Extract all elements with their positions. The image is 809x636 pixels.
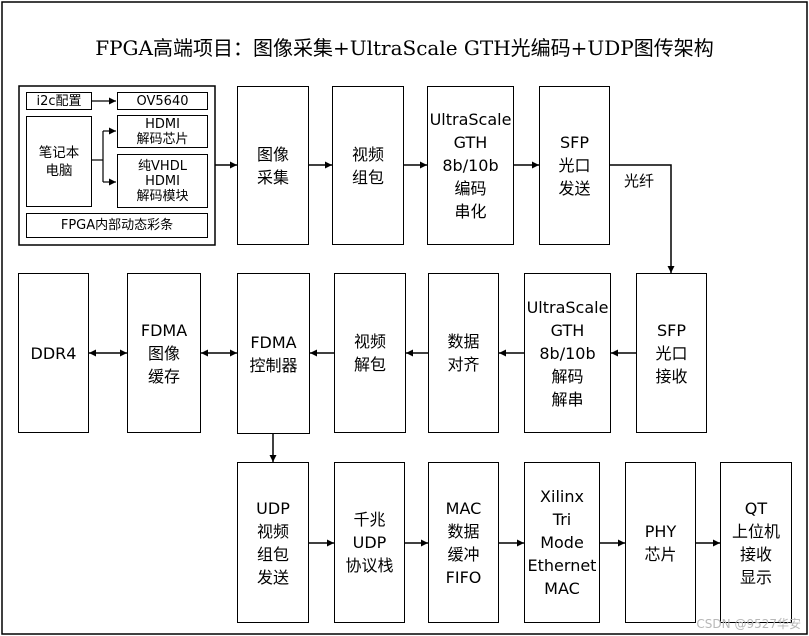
video-pack-box: 视频 组包 bbox=[332, 86, 404, 245]
laptop-box: 笔记本 电脑 bbox=[26, 116, 92, 207]
ddr4-box: DDR4 bbox=[18, 273, 89, 433]
vhdl-hdmi-decoder-box: 纯VHDL HDMI 解码模块 bbox=[117, 154, 208, 208]
fiber-label: 光纤 bbox=[624, 172, 655, 190]
gigabit-udp-stack-box: 千兆 UDP 协议栈 bbox=[334, 462, 405, 623]
mac-data-fifo-box: MAC 数据 缓冲 FIFO bbox=[428, 462, 499, 623]
watermark: CSDN @9527华安 bbox=[696, 617, 801, 631]
data-align-box: 数据 对齐 bbox=[428, 273, 499, 433]
fdma-image-buffer-box: FDMA 图像 缓存 bbox=[127, 273, 201, 433]
ov5640-box: OV5640 bbox=[117, 92, 208, 110]
hdmi-decoder-chip-box: HDMI 解码芯片 bbox=[117, 115, 208, 148]
gth-encode-serialize-box: UltraScale GTH 8b/10b 编码 串化 bbox=[427, 86, 514, 245]
video-unpack-box: 视频 解包 bbox=[334, 273, 406, 433]
sfp-tx-box: SFP 光口 发送 bbox=[539, 86, 610, 245]
i2c-config-box: i2c配置 bbox=[26, 92, 92, 110]
gth-decode-deserialize-box: UltraScale GTH 8b/10b 解码 解串 bbox=[524, 273, 611, 433]
qt-host-display-box: QT 上位机 接收 显示 bbox=[720, 462, 792, 623]
tri-mode-ethernet-mac-box: Xilinx Tri Mode Ethernet MAC bbox=[524, 462, 600, 623]
phy-chip-box: PHY 芯片 bbox=[625, 462, 696, 623]
udp-video-pack-send-box: UDP 视频 组包 发送 bbox=[237, 462, 309, 623]
diagram-title: FPGA高端项目：图像采集+UltraScale GTH光编码+UDP图传架构 bbox=[95, 36, 714, 60]
sfp-rx-box: SFP 光口 接收 bbox=[636, 273, 707, 433]
arrow-fiber bbox=[610, 164, 675, 273]
image-capture-box: 图像 采集 bbox=[237, 86, 309, 245]
fpga-color-bar-box: FPGA内部动态彩条 bbox=[26, 213, 208, 238]
fdma-controller-box: FDMA 控制器 bbox=[237, 273, 310, 434]
